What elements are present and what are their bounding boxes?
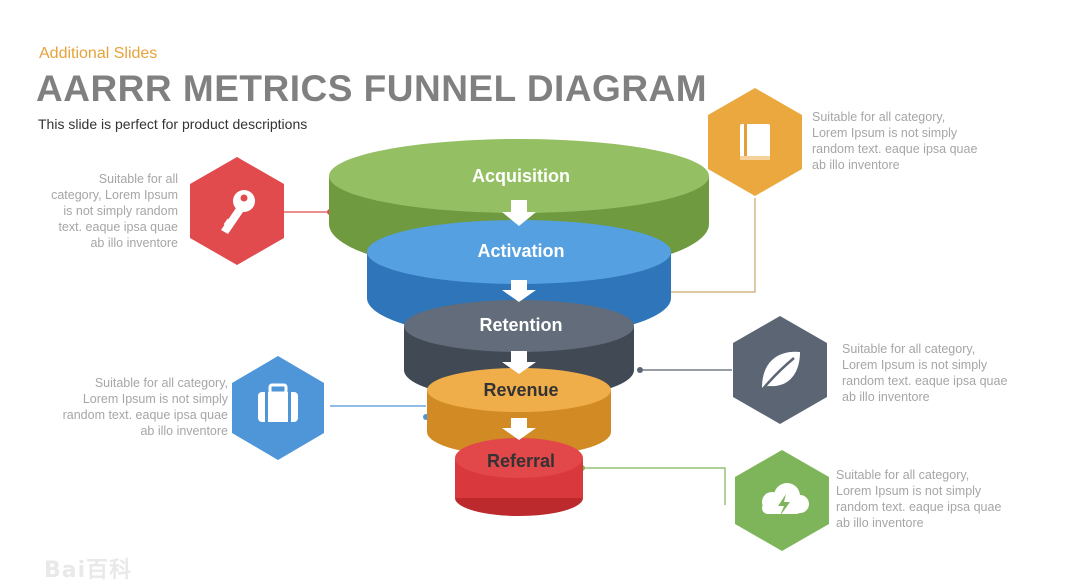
hex-leaf (733, 316, 827, 424)
hex-suitcase (232, 356, 324, 460)
arrow-1 (502, 200, 536, 226)
page-title: AARRR METRICS FUNNEL DIAGRAM (36, 68, 708, 109)
cloud-bolt-icon (762, 483, 809, 516)
flow-arrows (502, 200, 536, 440)
watermark: Bai百科 (44, 558, 133, 583)
book-icon (740, 124, 770, 160)
stage-label-retention: Retention (480, 315, 563, 335)
hex-key (190, 157, 284, 265)
callout-text-book: Suitable for all category, Lorem Ipsum i… (812, 110, 978, 172)
tagline: This slide is perfect for product descri… (38, 116, 308, 132)
connector-book (668, 198, 756, 293)
stage-referral (455, 438, 583, 516)
callout-text-cloud: Suitable for all category, Lorem Ipsum i… (836, 468, 1002, 530)
arrow-4 (502, 418, 536, 440)
hex-cloud (735, 450, 829, 551)
arrow-2 (502, 280, 536, 302)
stage-label-referral: Referral (487, 451, 555, 471)
key-icon (221, 190, 255, 234)
connector-cloud (582, 467, 726, 505)
callout-text-leaf: Suitable for all category, Lorem Ipsum i… (842, 342, 1008, 404)
stage-label-revenue: Revenue (483, 380, 558, 400)
kicker-text: Additional Slides (39, 45, 158, 62)
arrow-3 (502, 351, 536, 374)
stage-label-acquisition: Acquisition (472, 166, 570, 186)
connector-dot-leaf (637, 367, 643, 373)
hex-book (708, 88, 802, 196)
callout-text-key: Suitable for all category, Lorem Ipsum i… (51, 172, 178, 250)
stage-label-activation: Activation (477, 241, 564, 261)
suitcase-icon (258, 383, 298, 422)
callout-text-suitcase: Suitable for all category, Lorem Ipsum i… (62, 376, 228, 438)
leaf-icon (761, 351, 800, 391)
